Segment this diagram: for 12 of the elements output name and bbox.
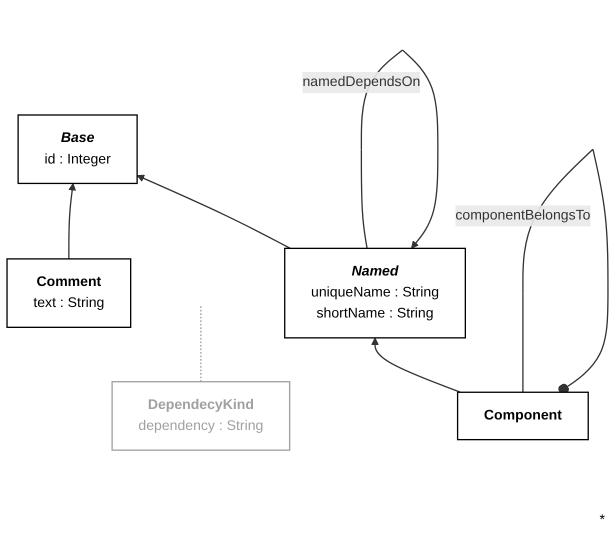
edge-label: componentBelongsTo [455, 208, 590, 223]
arrow [371, 337, 461, 393]
node-box: Comment text : String [6, 258, 132, 328]
node-box: Base id : Integer [17, 114, 138, 184]
arrow [68, 182, 76, 259]
node-box: Component [456, 392, 589, 440]
edge-label: namedDependsOn [302, 74, 420, 90]
node-box: Named uniqueName : String shortName : String [284, 248, 466, 338]
arrow [136, 174, 291, 249]
multiplicity-label: * [600, 511, 605, 527]
connector [200, 306, 202, 382]
node-box: DependecyKind dependency : String [111, 380, 290, 451]
